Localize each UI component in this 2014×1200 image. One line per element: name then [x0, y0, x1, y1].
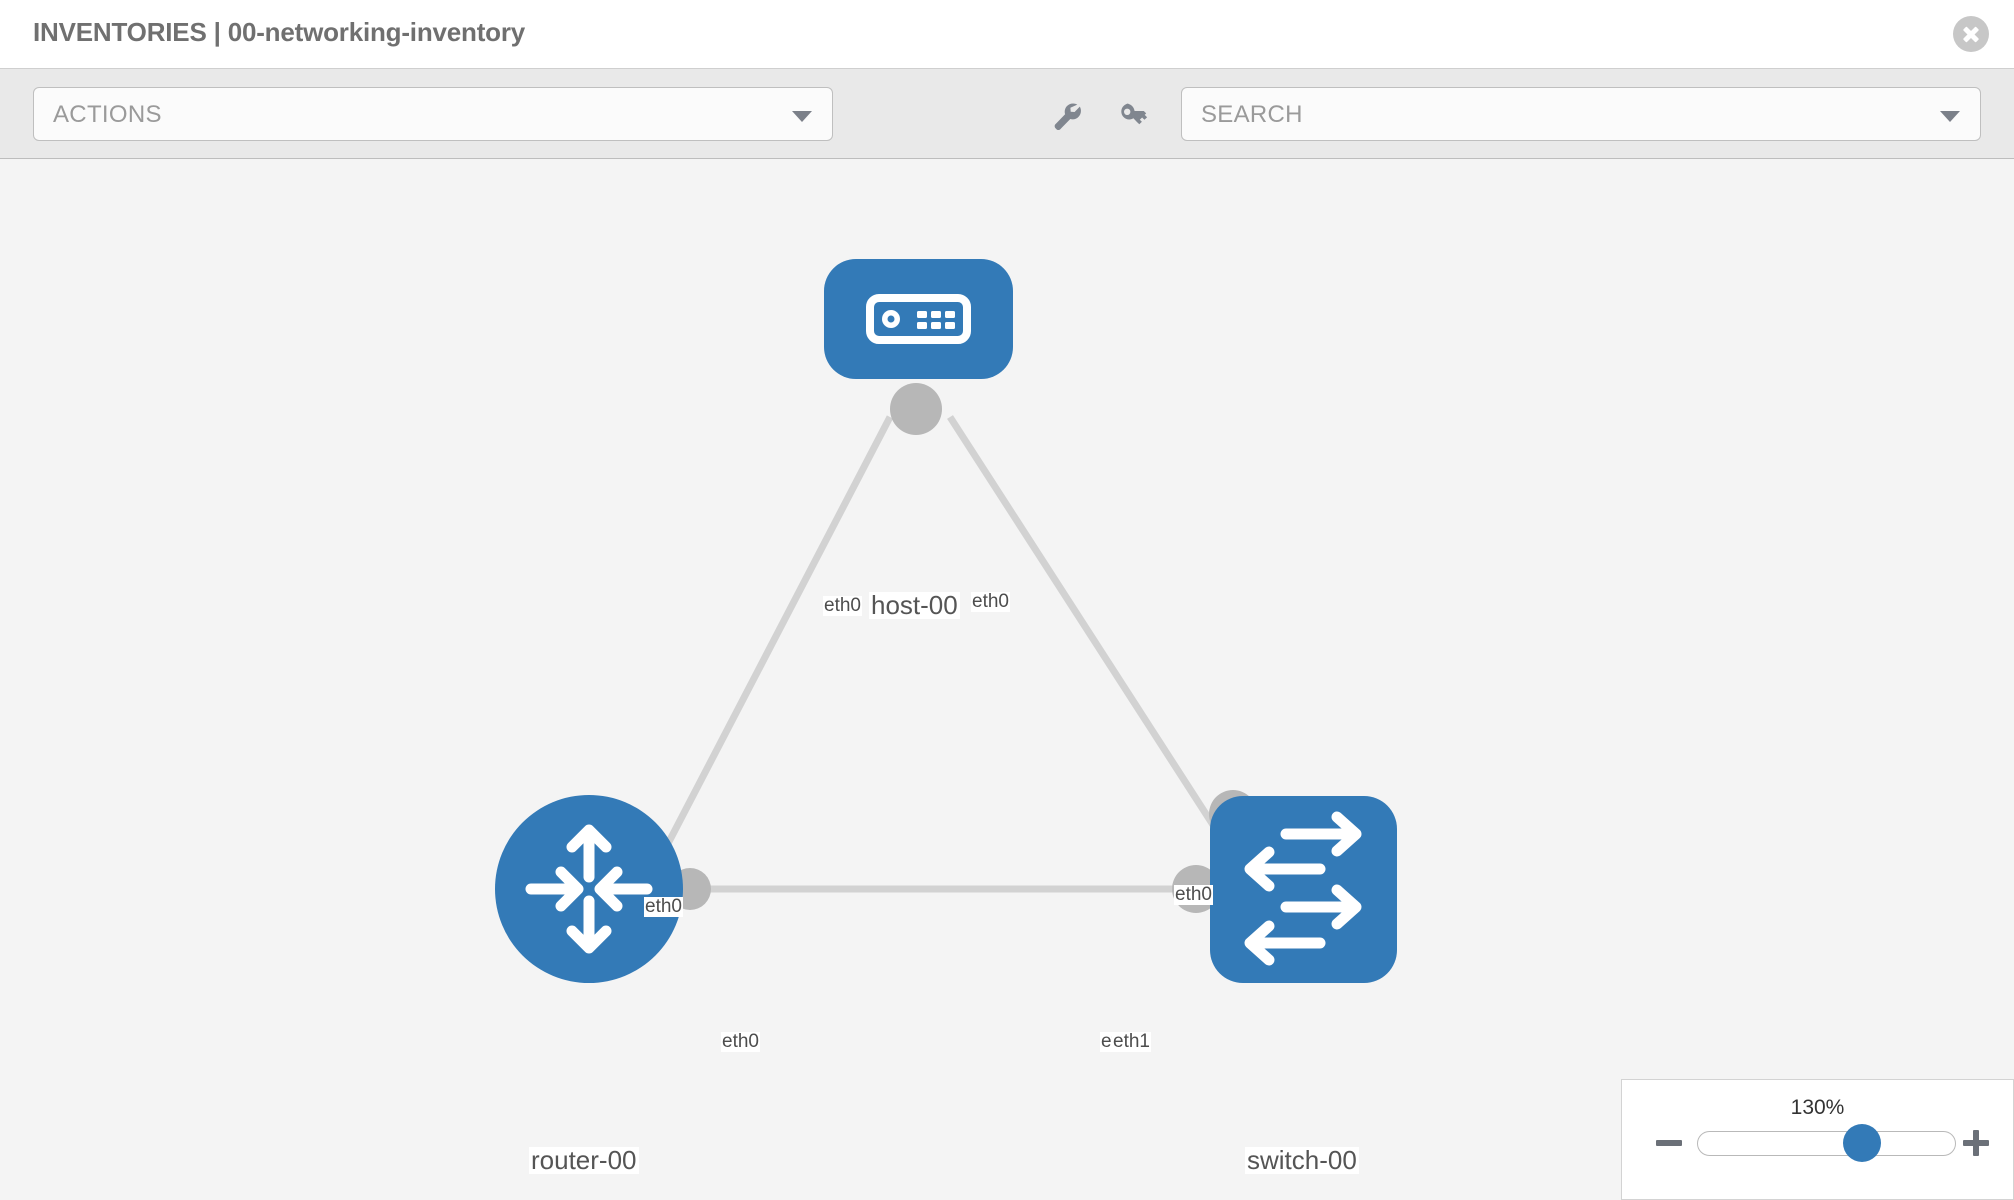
search-input-placeholder: SEARCH: [1201, 101, 1303, 128]
connector-points: [669, 383, 1257, 913]
connector-host00: [890, 383, 942, 435]
chevron-down-icon: [1940, 111, 1960, 122]
interface-label: eth0: [1174, 884, 1213, 905]
node-host-00[interactable]: [824, 259, 1013, 379]
interface-label: eth0: [721, 1031, 760, 1052]
node-router-00[interactable]: [495, 795, 683, 983]
actions-dropdown-label: ACTIONS: [53, 101, 162, 128]
node-label-router-00: router-00: [529, 1145, 639, 1175]
interface-label: eth0: [971, 591, 1010, 612]
toolbar: ACTIONS SEARCH: [0, 69, 2014, 159]
node-label-host-00: host-00: [869, 590, 960, 620]
zoom-control-panel: 130%: [1621, 1079, 2014, 1200]
page-header: INVENTORIES | 00-networking-inventory: [0, 0, 2014, 69]
zoom-level-value: 130%: [1790, 1096, 1845, 1119]
edge-host00-switch00: [947, 415, 1238, 861]
topology-canvas[interactable]: eth0 eth0 eth0 eth0 eth0 eth0 eth1 host-…: [0, 159, 2014, 1200]
router-arrows-icon: [525, 824, 653, 954]
zoom-slider-track[interactable]: [1697, 1131, 1956, 1156]
switch-arrows-icon: [1244, 811, 1362, 966]
interface-label: eth0: [823, 595, 862, 616]
zoom-slider-thumb[interactable]: [1843, 1124, 1881, 1162]
key-icon[interactable]: [1114, 97, 1154, 137]
interface-label: eth0: [644, 896, 683, 917]
chevron-down-icon: [792, 111, 812, 122]
wrench-icon[interactable]: [1047, 97, 1087, 137]
node-switch-00[interactable]: [1210, 796, 1397, 983]
close-circle-icon[interactable]: [1953, 16, 1989, 52]
search-input[interactable]: SEARCH: [1181, 87, 1981, 141]
server-icon: [866, 294, 971, 344]
node-label-switch-00: switch-00: [1245, 1145, 1359, 1175]
breadcrumb: INVENTORIES | 00-networking-inventory: [33, 17, 526, 47]
topology-graph: [495, 259, 1397, 983]
minus-icon[interactable]: [1654, 1128, 1684, 1158]
interface-label: eth1: [1112, 1031, 1151, 1052]
actions-dropdown[interactable]: ACTIONS: [33, 87, 833, 141]
plus-icon[interactable]: [1961, 1128, 1991, 1158]
edge-host00-router00: [656, 415, 894, 861]
